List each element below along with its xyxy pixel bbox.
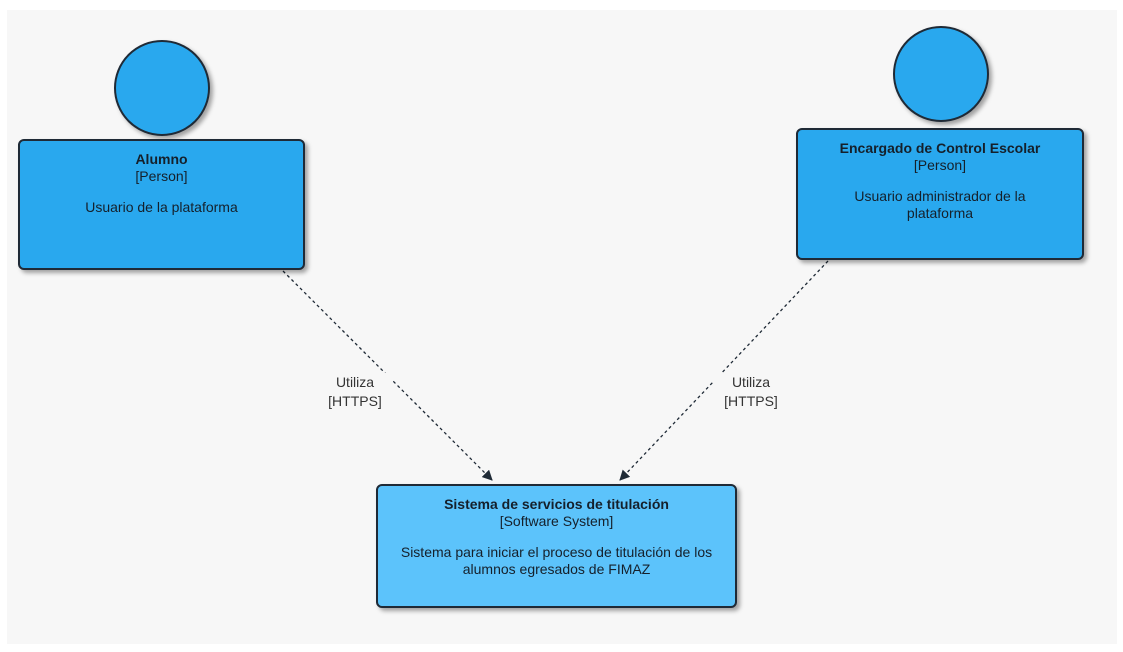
sistema-description: Sistema para iniciar el proceso de titul… <box>400 544 713 577</box>
alumno-person-head[interactable] <box>114 40 210 136</box>
relationship-encargado-sistema[interactable] <box>619 260 829 481</box>
alumno-description: Usuario de la plataforma <box>85 199 238 215</box>
encargado-name: Encargado de Control Escolar <box>839 140 1041 156</box>
relationship-encargado-technology: [HTTPS] <box>724 393 778 409</box>
relationship-encargado-label: Utiliza <box>731 374 771 390</box>
sistema-type: [Software System] <box>499 513 614 529</box>
encargado-person-box[interactable]: Encargado de Control Escolar [Person] Us… <box>796 128 1084 260</box>
sistema-name: Sistema de servicios de titulación <box>444 496 669 512</box>
encargado-type: [Person] <box>913 157 967 173</box>
relationship-label-alumno: Utiliza [HTTPS] <box>317 373 393 411</box>
sistema-software-system-box[interactable]: Sistema de servicios de titulación [Soft… <box>376 484 737 608</box>
encargado-person-head[interactable] <box>893 26 989 122</box>
encargado-description: Usuario administrador de la plataforma <box>854 188 1026 221</box>
relationship-alumno-label: Utiliza <box>335 374 375 390</box>
relationship-label-encargado: Utiliza [HTTPS] <box>713 373 789 411</box>
relationship-alumno-sistema[interactable] <box>282 270 493 481</box>
alumno-type: [Person] <box>135 168 188 184</box>
relationship-alumno-technology: [HTTPS] <box>328 393 382 409</box>
alumno-person-box[interactable]: Alumno [Person] Usuario de la plataforma <box>18 139 305 270</box>
alumno-name: Alumno <box>135 151 188 167</box>
